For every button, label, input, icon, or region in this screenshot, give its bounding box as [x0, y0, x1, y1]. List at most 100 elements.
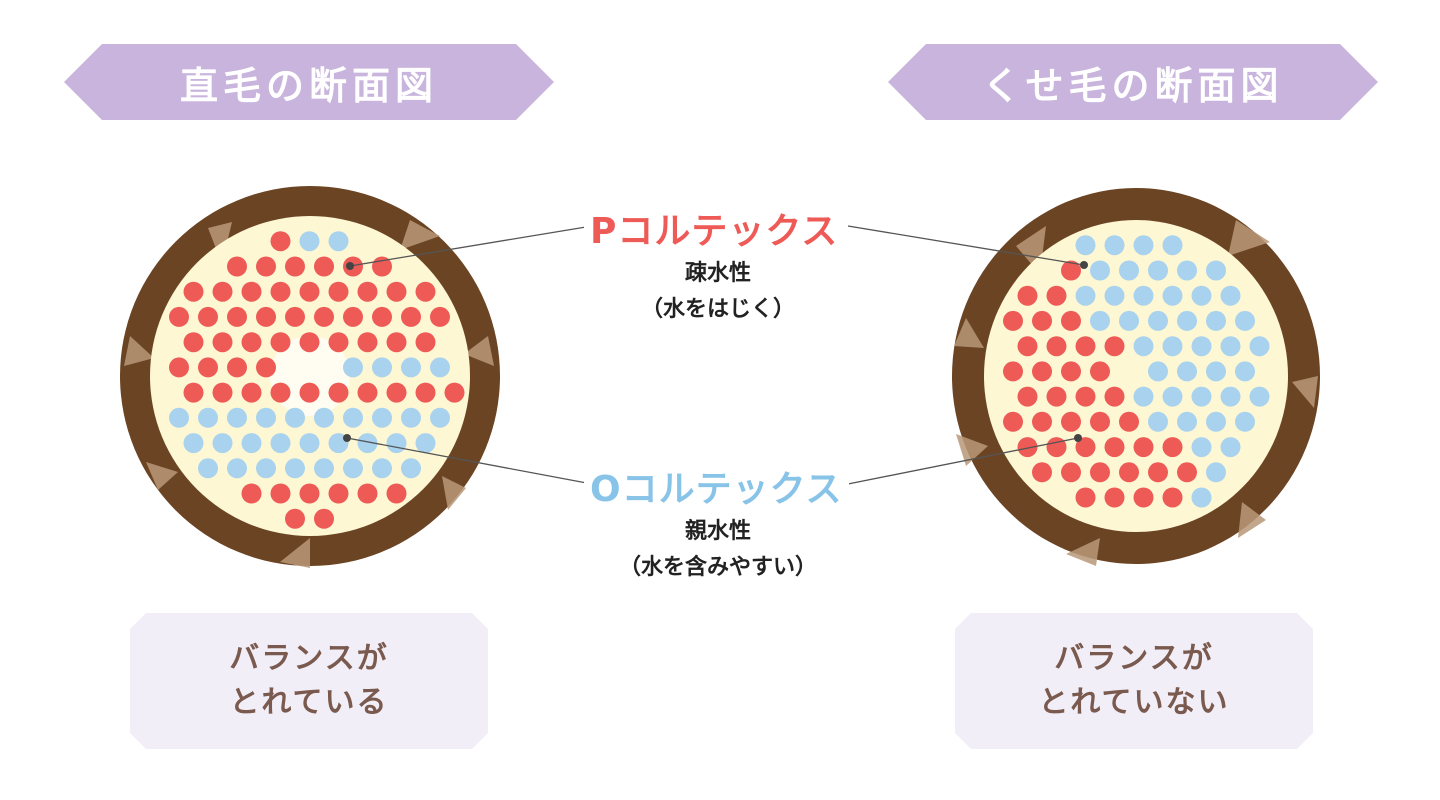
cortex-cell: [1133, 437, 1154, 458]
cortex-cell: [1032, 411, 1052, 432]
straight-hair-banner: 直毛の断面図: [64, 44, 554, 120]
cortex-cell: [1075, 235, 1096, 256]
cortex-cell: [183, 382, 204, 403]
cortex-cell: [415, 332, 436, 353]
cortex-cell: [430, 306, 450, 327]
cortex-cell: [1061, 310, 1081, 331]
cortex-cell: [1191, 437, 1212, 458]
cortex-cell: [212, 382, 233, 403]
o-cortex-label: Oコルテックス: [584, 460, 849, 512]
cortex-cell: [198, 458, 218, 479]
p-cortex-property: 疎水性: [684, 261, 751, 286]
cortex-cell: [430, 357, 450, 378]
curly-hair-banner-title: くせ毛の断面図: [982, 63, 1284, 108]
cortex-cell: [1220, 437, 1241, 458]
cortex-cell: [299, 281, 320, 302]
cortex-cell: [227, 407, 247, 428]
o-cortex-property: 親水性: [684, 519, 751, 544]
cortex-cell: [328, 281, 349, 302]
cortex-cell: [343, 306, 363, 327]
cortex-cell: [386, 382, 407, 403]
cortex-cell: [299, 433, 320, 454]
cortex-cell: [169, 357, 189, 378]
cortex-cell: [1075, 487, 1096, 508]
cortex-cell: [1191, 285, 1212, 306]
cortex-cell: [198, 306, 218, 327]
note-box-shape: [130, 613, 488, 749]
cortex-cell: [314, 256, 334, 277]
o-leader-left: [346, 437, 593, 485]
cortex-cell: [386, 332, 407, 353]
cortex-cell: [372, 458, 392, 479]
p-leader-left: [349, 225, 593, 267]
cortex-cell: [1075, 386, 1096, 407]
cortex-cell: [415, 281, 436, 302]
straight-hair-cross-section: [120, 186, 500, 568]
cortex-cell: [357, 483, 378, 504]
cortex-cell: [1235, 310, 1255, 331]
cortex-cell: [1061, 462, 1081, 483]
p-cortex-description: 疎水性 （水をはじく）: [568, 256, 868, 328]
straight-hair-banner-title: 直毛の断面図: [179, 63, 438, 108]
p-cortex-label: Pコルテックス: [584, 202, 845, 254]
cortex-cell: [1017, 386, 1038, 407]
cortex-cell: [1133, 336, 1154, 357]
cortex-cell: [1061, 411, 1081, 432]
cortex-cell: [227, 458, 247, 479]
cortex-cell: [1017, 285, 1038, 306]
o-leader-right: [847, 437, 1079, 485]
cortex-cell: [1191, 336, 1212, 357]
curly-hair-note-line1: バランスが: [1054, 641, 1214, 676]
straight-hair-note-line2: とれている: [229, 685, 389, 720]
cortex-cell: [169, 306, 189, 327]
cortex-cell: [1249, 386, 1270, 407]
cortex-cell: [415, 433, 436, 454]
cortex-cell: [1104, 437, 1125, 458]
cortex-cell: [270, 382, 291, 403]
cortex-cell: [1162, 336, 1183, 357]
cortex-cell: [372, 407, 392, 428]
curly-hair-banner: くせ毛の断面図: [888, 44, 1378, 120]
cortex-cell: [183, 433, 204, 454]
cortex-cell: [1133, 386, 1154, 407]
cortex-cell: [256, 357, 276, 378]
cortex-cell: [1133, 487, 1154, 508]
cortex-cell: [285, 458, 305, 479]
cortex-cell: [1220, 285, 1241, 306]
cortex-cell: [1061, 361, 1081, 382]
cortex-cell: [241, 382, 262, 403]
cortex-cell: [1191, 386, 1212, 407]
cortex-cell: [1162, 386, 1183, 407]
curly-hair-note: バランスが とれていない: [955, 613, 1313, 749]
cortex-cell: [285, 306, 305, 327]
cortex-cell: [415, 382, 436, 403]
cortex-cell: [270, 231, 291, 252]
cortex-cell: [343, 357, 363, 378]
cortex-cell: [198, 357, 218, 378]
cortex-cell: [1162, 235, 1183, 256]
cortex-cell: [1090, 411, 1110, 432]
cortex-cell: [285, 407, 305, 428]
cortex-cell: [1119, 462, 1139, 483]
cortex-cell: [227, 306, 247, 327]
cortex-cell: [1206, 361, 1226, 382]
cuticle-scales: [124, 220, 494, 568]
cortex-cell: [1046, 285, 1067, 306]
cortex-cell: [1177, 462, 1197, 483]
cortex-cell: [256, 306, 276, 327]
cortex-cell: [1148, 411, 1168, 432]
cortex-cell: [1017, 437, 1038, 458]
cortex-cell: [241, 332, 262, 353]
cortex-cell: [1003, 310, 1023, 331]
cortex-cell: [198, 407, 218, 428]
cortex-cell: [1148, 260, 1168, 281]
cortex-cell: [1177, 361, 1197, 382]
cortex-cell: [285, 508, 305, 529]
cortex-cell: [343, 407, 363, 428]
cortex-cell: [314, 458, 334, 479]
cortex-cell: [430, 407, 450, 428]
cortex-cell: [270, 332, 291, 353]
cortex-cell: [1119, 411, 1139, 432]
curly-hair-cross-section: [952, 188, 1320, 566]
cortex-cell: [328, 382, 349, 403]
